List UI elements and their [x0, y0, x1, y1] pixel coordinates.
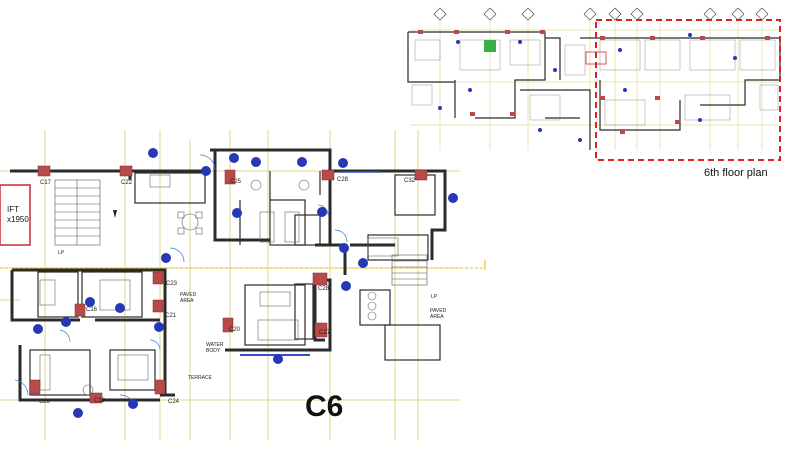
columns: [29, 165, 428, 404]
lift-label-line2: x1950: [7, 215, 29, 224]
highlight-region: [595, 19, 781, 161]
svg-text:C26: C26: [39, 399, 51, 405]
door-tags: [33, 148, 458, 418]
svg-text:C16: C16: [86, 307, 98, 313]
svg-text:C25: C25: [230, 179, 242, 185]
svg-text:AREA: AREA: [180, 298, 194, 304]
svg-text:BODY: BODY: [206, 348, 221, 354]
svg-text:C28: C28: [318, 286, 330, 292]
key-plan-marker: [484, 40, 496, 52]
lift-shaft: [0, 184, 31, 246]
furniture: [39, 174, 399, 396]
svg-text:PAVED: PAVED: [180, 292, 197, 298]
interior-walls: [29, 171, 441, 396]
key-plan: [407, 7, 781, 161]
floor-plan-label: 6th floor plan: [704, 167, 768, 179]
svg-text:LP: LP: [431, 294, 438, 300]
column-labels: C17 C22 C25 C28 C32 C23 C21 C16 C20 C28 …: [39, 177, 416, 405]
svg-text:C20: C20: [229, 327, 241, 333]
svg-text:WATER: WATER: [206, 342, 224, 348]
svg-text:C17: C17: [40, 180, 52, 186]
svg-text:C27: C27: [319, 330, 331, 336]
svg-text:LP: LP: [58, 250, 65, 256]
svg-text:PAVED: PAVED: [430, 308, 447, 314]
svg-text:C18: C18: [94, 398, 106, 404]
door-swings: [14, 154, 348, 409]
svg-text:AREA: AREA: [430, 314, 444, 320]
stair-arrow: [113, 210, 117, 218]
lift-label-line1: IFT: [7, 205, 19, 214]
unit-label: C6: [305, 390, 344, 423]
svg-text:C32: C32: [404, 178, 416, 184]
staircase: [54, 179, 428, 286]
lift-label: IFT x1950: [7, 205, 29, 225]
svg-text:C28: C28: [337, 177, 349, 183]
svg-text:C24: C24: [168, 399, 180, 405]
walls: [10, 148, 447, 402]
svg-text:TERRACE: TERRACE: [188, 375, 213, 381]
svg-text:C22: C22: [121, 180, 133, 186]
svg-text:C21: C21: [165, 313, 177, 319]
svg-text:C23: C23: [166, 281, 178, 287]
